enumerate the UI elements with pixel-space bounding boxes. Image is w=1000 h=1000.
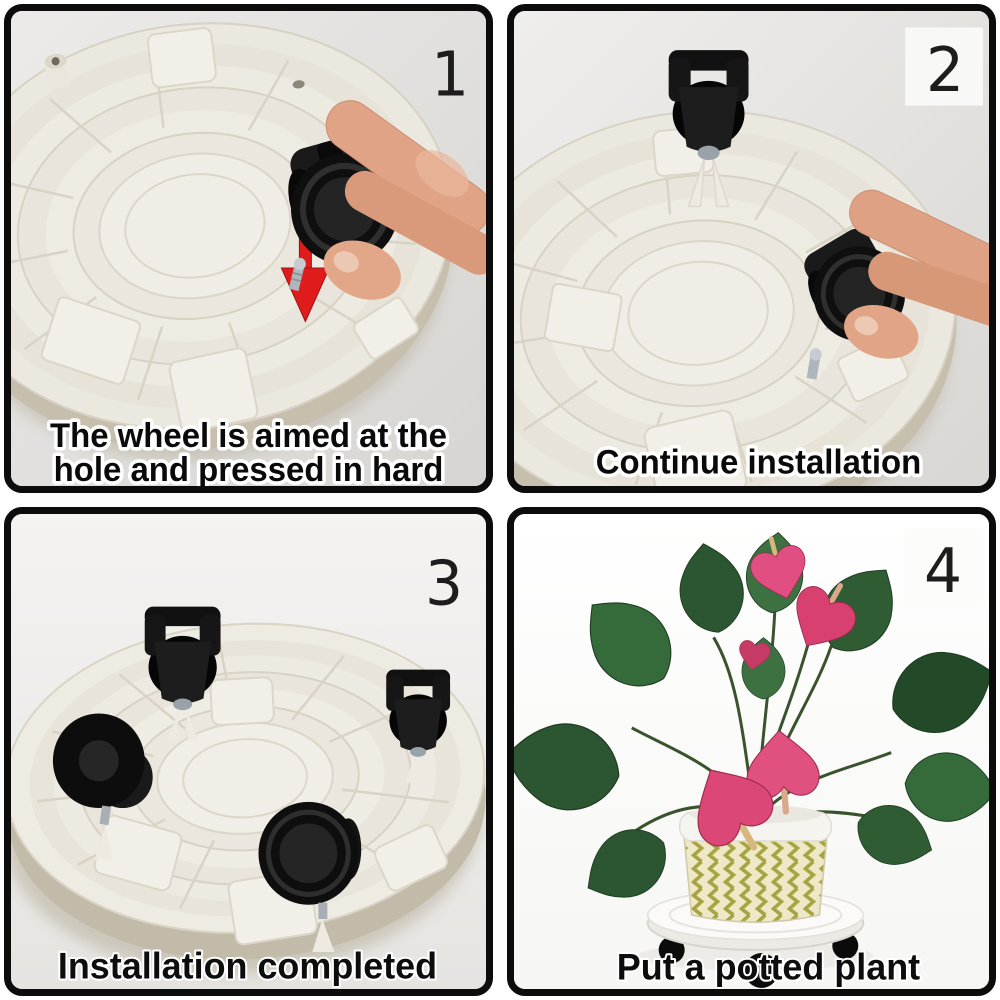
step-panel-1: 1 The wheel is aimed at the hole and pre… — [4, 4, 493, 493]
caddy-underside — [11, 22, 454, 462]
panel-2-photo: 2 Continue installation — [514, 11, 989, 486]
caption-line-1: Installation completed — [58, 945, 437, 987]
flowers — [675, 536, 862, 854]
caster-wheel-icon — [52, 713, 153, 860]
caster-wheel-icon — [258, 801, 362, 952]
caster-wheel-icon — [386, 669, 451, 784]
hand-icon — [323, 100, 486, 300]
caption-line-1: The wheel is aimed at the — [50, 418, 447, 456]
metal-pin — [288, 257, 306, 292]
metal-pin — [806, 348, 822, 380]
panel-1-photo: 1 The wheel is aimed at the hole and pre… — [11, 11, 486, 486]
clip-tabs — [93, 676, 449, 946]
caster-wheel-icon — [144, 606, 221, 742]
panel-3-photo: 3 Installation completed — [11, 514, 486, 989]
step-number-backdrop — [905, 27, 984, 106]
step-number: 2 — [926, 35, 964, 106]
caption-line-1: Continue installation — [596, 444, 922, 482]
caddy-underside — [514, 110, 957, 486]
caption-line-2: hole and pressed in hard — [54, 451, 444, 486]
step-panel-3: 3 Installation completed — [4, 507, 493, 996]
caption-line-1: Put a potted plant — [617, 946, 920, 988]
step-panel-2: 2 Continue installation — [507, 4, 996, 493]
clip-tabs — [543, 126, 909, 486]
screw-post — [44, 53, 305, 89]
step-panel-4: 4 Put a potted plant — [507, 507, 996, 996]
panel-4-photo: 4 Put a potted plant — [514, 514, 989, 989]
step-number: 3 — [425, 549, 463, 620]
hand-icon — [844, 189, 989, 359]
plant-icon — [514, 529, 989, 988]
clip-tabs — [40, 27, 420, 434]
step-number-backdrop — [905, 528, 984, 607]
step-number: 1 — [431, 39, 469, 110]
installed-caster-icon — [668, 50, 749, 208]
step-number: 4 — [924, 536, 962, 607]
